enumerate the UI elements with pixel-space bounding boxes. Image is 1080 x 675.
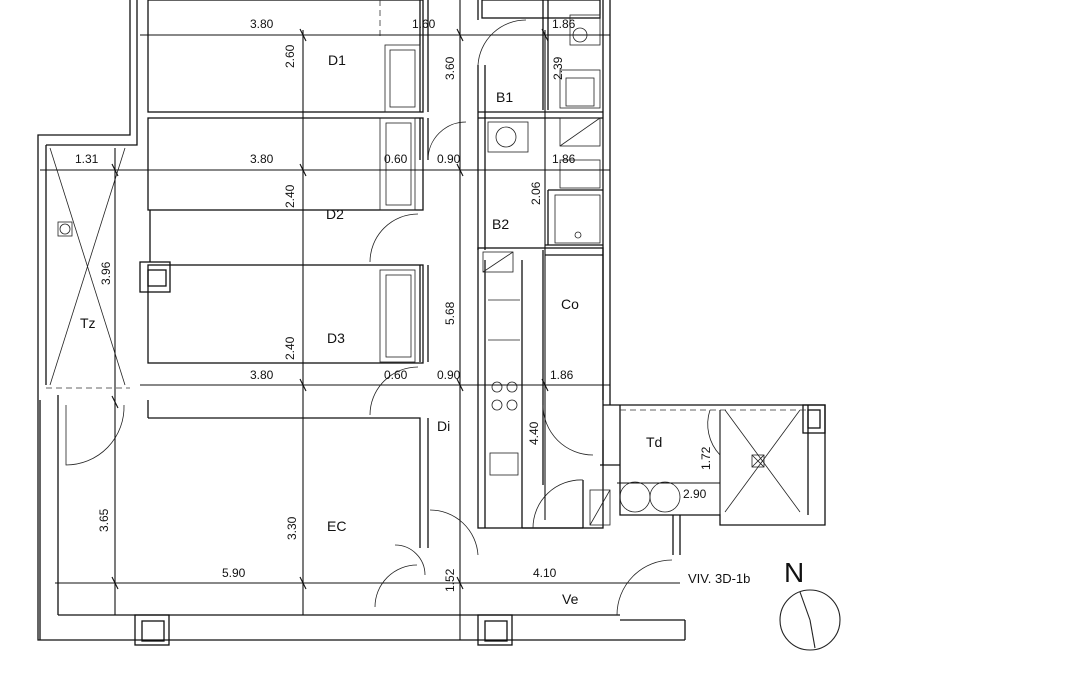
dim-b2-206: 2.06 [529, 181, 543, 205]
north-label: N [784, 557, 804, 588]
dim-ec-590: 5.90 [222, 566, 246, 580]
dim-ve-152: 1.52 [443, 568, 457, 592]
dim-mid-380: 3.80 [250, 368, 274, 382]
room-b2: B2 [492, 216, 509, 232]
dim-d2-240: 2.40 [283, 184, 297, 208]
interior-walls [134, 0, 826, 646]
dim-d3-240: 2.40 [283, 336, 297, 360]
fixtures [49, 14, 801, 526]
outer-walls [37, 0, 826, 641]
dim-mid-186: 1.86 [550, 368, 574, 382]
dim-td-172: 1.72 [699, 446, 713, 470]
dim-ec-330: 3.30 [285, 516, 299, 540]
dim-d1-360: 3.60 [443, 56, 457, 80]
unit-label: VIV. 3D-1b [688, 571, 750, 586]
dim-b1-239: 2.39 [551, 56, 565, 80]
room-b1: B1 [496, 89, 513, 105]
room-d1: D1 [328, 52, 346, 68]
room-ve: Ve [562, 591, 579, 607]
room-di: Di [437, 418, 450, 434]
dim-d2-186: 1.86 [552, 152, 576, 166]
room-co: Co [561, 296, 579, 312]
dashed-lines [46, 0, 808, 411]
wardrobes [379, 44, 421, 363]
dim-d2-060: 0.60 [384, 152, 408, 166]
dim-di-440: 4.40 [527, 421, 541, 445]
room-ec: EC [327, 518, 346, 534]
dim-top-160: 1.60 [412, 17, 436, 31]
room-labels: D1 B1 D2 B2 Tz D3 Co Di Td EC Ve [80, 52, 662, 607]
dim-ec-365: 3.65 [97, 508, 111, 532]
dim-tz-131: 1.31 [75, 152, 99, 166]
room-td: Td [646, 434, 662, 450]
dim-d2-380: 3.80 [250, 152, 274, 166]
dimension-texts: 3.80 1.60 1.86 1.31 3.80 0.60 0.90 1.86 … [75, 17, 707, 580]
dim-ve-410: 4.10 [533, 566, 557, 580]
dimension-texts-vertical: 2.60 3.60 2.39 2.40 2.06 3.96 2.40 5.68 … [97, 44, 713, 592]
doors [65, 19, 721, 616]
room-tz: Tz [80, 315, 96, 331]
room-d3: D3 [327, 330, 345, 346]
dim-mid-060: 0.60 [384, 368, 408, 382]
dim-di-568: 5.68 [443, 301, 457, 325]
dim-top-380: 3.80 [250, 17, 274, 31]
dim-td-290: 2.90 [683, 487, 707, 501]
dim-tz-396: 3.96 [99, 261, 113, 285]
dim-mid-090: 0.90 [437, 368, 461, 382]
room-d2: D2 [326, 206, 344, 222]
dim-top-186: 1.86 [552, 17, 576, 31]
dim-d2-090: 0.90 [437, 152, 461, 166]
dim-d1-260: 2.60 [283, 44, 297, 68]
dimension-lines [40, 0, 721, 640]
north-arrow-icon [779, 589, 841, 651]
